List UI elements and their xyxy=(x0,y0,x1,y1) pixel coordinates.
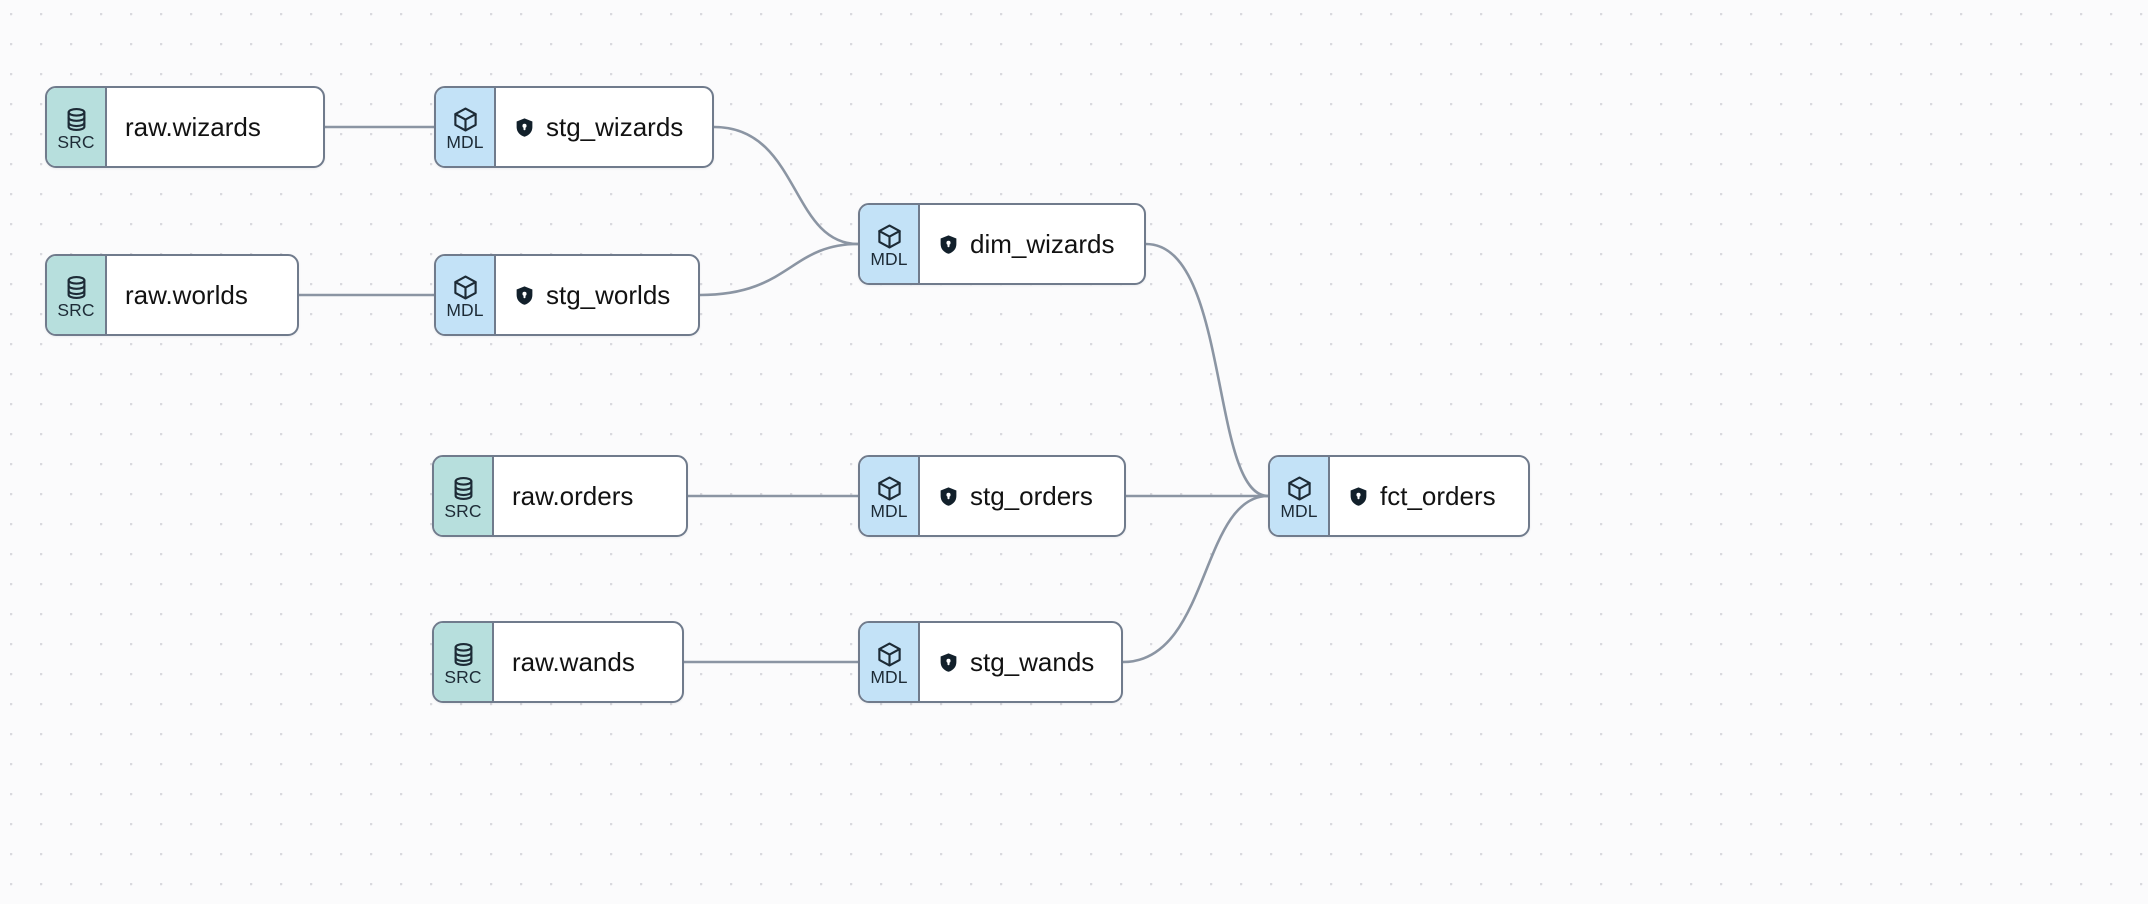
node-stg_worlds[interactable]: MDL stg_worlds xyxy=(434,254,700,336)
shield-icon xyxy=(938,652,959,673)
node-badge-label: MDL xyxy=(1280,500,1318,521)
database-icon xyxy=(450,641,477,668)
node-badge-src: SRC xyxy=(47,88,107,166)
node-body: stg_wands xyxy=(920,623,1121,701)
shield-icon xyxy=(514,117,535,138)
node-body: stg_wizards xyxy=(496,88,712,166)
node-label: stg_wizards xyxy=(546,112,684,142)
edge-dim_wizards-to-fct_orders xyxy=(1144,242,1270,498)
shield-icon xyxy=(514,285,535,306)
node-label: raw.wands xyxy=(512,647,635,677)
node-body: dim_wizards xyxy=(920,205,1144,283)
cube-icon xyxy=(1286,475,1313,502)
cube-icon xyxy=(876,475,903,502)
node-body: raw.orders xyxy=(494,457,686,535)
node-badge-label: SRC xyxy=(444,500,482,521)
database-icon xyxy=(63,274,90,301)
edge-stg_worlds-to-dim_wizards xyxy=(698,242,860,297)
node-label: raw.wizards xyxy=(125,112,261,142)
node-label: stg_worlds xyxy=(546,280,671,310)
node-badge-mdl: MDL xyxy=(436,88,496,166)
node-body: raw.wands xyxy=(494,623,682,701)
shield-icon xyxy=(938,234,959,255)
node-fct_orders[interactable]: MDL fct_orders xyxy=(1268,455,1530,537)
node-badge-label: MDL xyxy=(870,248,908,269)
node-stg_wizards[interactable]: MDL stg_wizards xyxy=(434,86,714,168)
node-raw_wands[interactable]: SRC raw.wands xyxy=(432,621,684,703)
node-badge-mdl: MDL xyxy=(860,457,920,535)
node-badge-mdl: MDL xyxy=(860,623,920,701)
node-body: fct_orders xyxy=(1330,457,1528,535)
node-dim_wizards[interactable]: MDL dim_wizards xyxy=(858,203,1146,285)
node-label: raw.worlds xyxy=(125,280,248,310)
node-label: stg_wands xyxy=(970,647,1095,677)
node-badge-label: MDL xyxy=(870,500,908,521)
node-badge-label: MDL xyxy=(870,666,908,687)
shield-icon xyxy=(1348,486,1369,507)
node-badge-label: SRC xyxy=(57,131,95,152)
database-icon xyxy=(450,475,477,502)
cube-icon xyxy=(876,223,903,250)
node-raw_orders[interactable]: SRC raw.orders xyxy=(432,455,688,537)
cube-icon xyxy=(876,641,903,668)
node-badge-src: SRC xyxy=(434,457,494,535)
edge-stg_wands-to-fct_orders xyxy=(1121,494,1270,664)
node-label: fct_orders xyxy=(1380,481,1496,511)
node-body: stg_worlds xyxy=(496,256,698,334)
node-label: stg_orders xyxy=(970,481,1093,511)
node-badge-mdl: MDL xyxy=(1270,457,1330,535)
node-body: raw.wizards xyxy=(107,88,323,166)
cube-icon xyxy=(452,274,479,301)
node-raw_worlds[interactable]: SRC raw.worlds xyxy=(45,254,299,336)
node-badge-src: SRC xyxy=(434,623,494,701)
database-icon xyxy=(63,106,90,133)
edge-stg_wizards-to-dim_wizards xyxy=(712,125,860,246)
node-body: stg_orders xyxy=(920,457,1124,535)
node-badge-mdl: MDL xyxy=(436,256,496,334)
node-raw_wizards[interactable]: SRC raw.wizards xyxy=(45,86,325,168)
node-badge-mdl: MDL xyxy=(860,205,920,283)
node-badge-label: MDL xyxy=(446,131,484,152)
node-badge-label: MDL xyxy=(446,299,484,320)
node-body: raw.worlds xyxy=(107,256,297,334)
cube-icon xyxy=(452,106,479,133)
node-badge-label: SRC xyxy=(444,666,482,687)
shield-icon xyxy=(938,486,959,507)
node-stg_orders[interactable]: MDL stg_orders xyxy=(858,455,1126,537)
node-badge-label: SRC xyxy=(57,299,95,320)
node-label: dim_wizards xyxy=(970,229,1115,259)
node-badge-src: SRC xyxy=(47,256,107,334)
node-label: raw.orders xyxy=(512,481,634,511)
node-stg_wands[interactable]: MDL stg_wands xyxy=(858,621,1123,703)
